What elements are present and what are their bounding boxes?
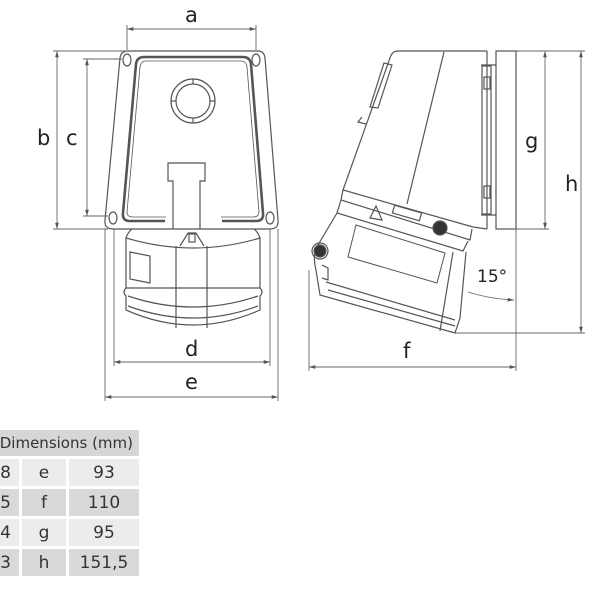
gasket — [144, 55, 265, 223]
table-row: 5 f 110 — [0, 489, 139, 516]
side-dimensions — [308, 50, 585, 371]
side-view — [311, 50, 517, 334]
dimension-label-b: b — [37, 126, 51, 150]
dimension-label-f: f — [403, 339, 411, 363]
dimension-label-c: c — [66, 126, 78, 150]
table-cell-left-value: 4 — [0, 519, 19, 546]
table-cell-key: h — [22, 549, 66, 576]
dimensions-table: Dimensions (mm) 8 e 93 5 f 110 4 g 95 3 … — [0, 427, 142, 579]
table-cell-value: 151,5 — [69, 549, 139, 576]
table-cell-key: e — [22, 459, 66, 486]
mounting-hole — [122, 53, 132, 67]
enclosure — [342, 50, 488, 230]
table-cell-left-value: 3 — [0, 549, 19, 576]
dimension-label-d: d — [185, 337, 199, 361]
table-row: 3 h 151,5 — [0, 549, 139, 576]
table-row: 8 e 93 — [0, 459, 139, 486]
table-cell-left-value: 5 — [0, 489, 19, 516]
table-cell-key: f — [22, 489, 66, 516]
mounting-hole — [265, 211, 275, 225]
table-cell-left-value: 8 — [0, 459, 19, 486]
table-cell-key: g — [22, 519, 66, 546]
mounting-hole — [251, 53, 261, 67]
dimension-label-a: a — [185, 3, 198, 27]
socket-body — [125, 237, 261, 289]
cable-knockout — [170, 78, 216, 124]
angle-arc — [467, 291, 515, 302]
front-dimensions — [53, 25, 279, 401]
dimension-label-h: h — [565, 172, 579, 196]
t-slot — [167, 162, 206, 229]
angle-label: 15° — [477, 267, 508, 287]
table-cell-value: 95 — [69, 519, 139, 546]
dimension-label-e: e — [185, 370, 198, 394]
wall-plate — [495, 50, 517, 230]
table-cell-value: 110 — [69, 489, 139, 516]
mounting-hole — [108, 211, 118, 225]
socket-housing — [340, 189, 473, 241]
dimension-label-g: g — [525, 129, 539, 153]
front-view — [104, 50, 279, 328]
technical-drawing — [53, 25, 585, 401]
screw — [432, 220, 448, 236]
hinge-screw — [313, 244, 327, 258]
table-row: 4 g 95 — [0, 519, 139, 546]
table-header: Dimensions (mm) — [0, 430, 139, 456]
table-cell-value: 93 — [69, 459, 139, 486]
